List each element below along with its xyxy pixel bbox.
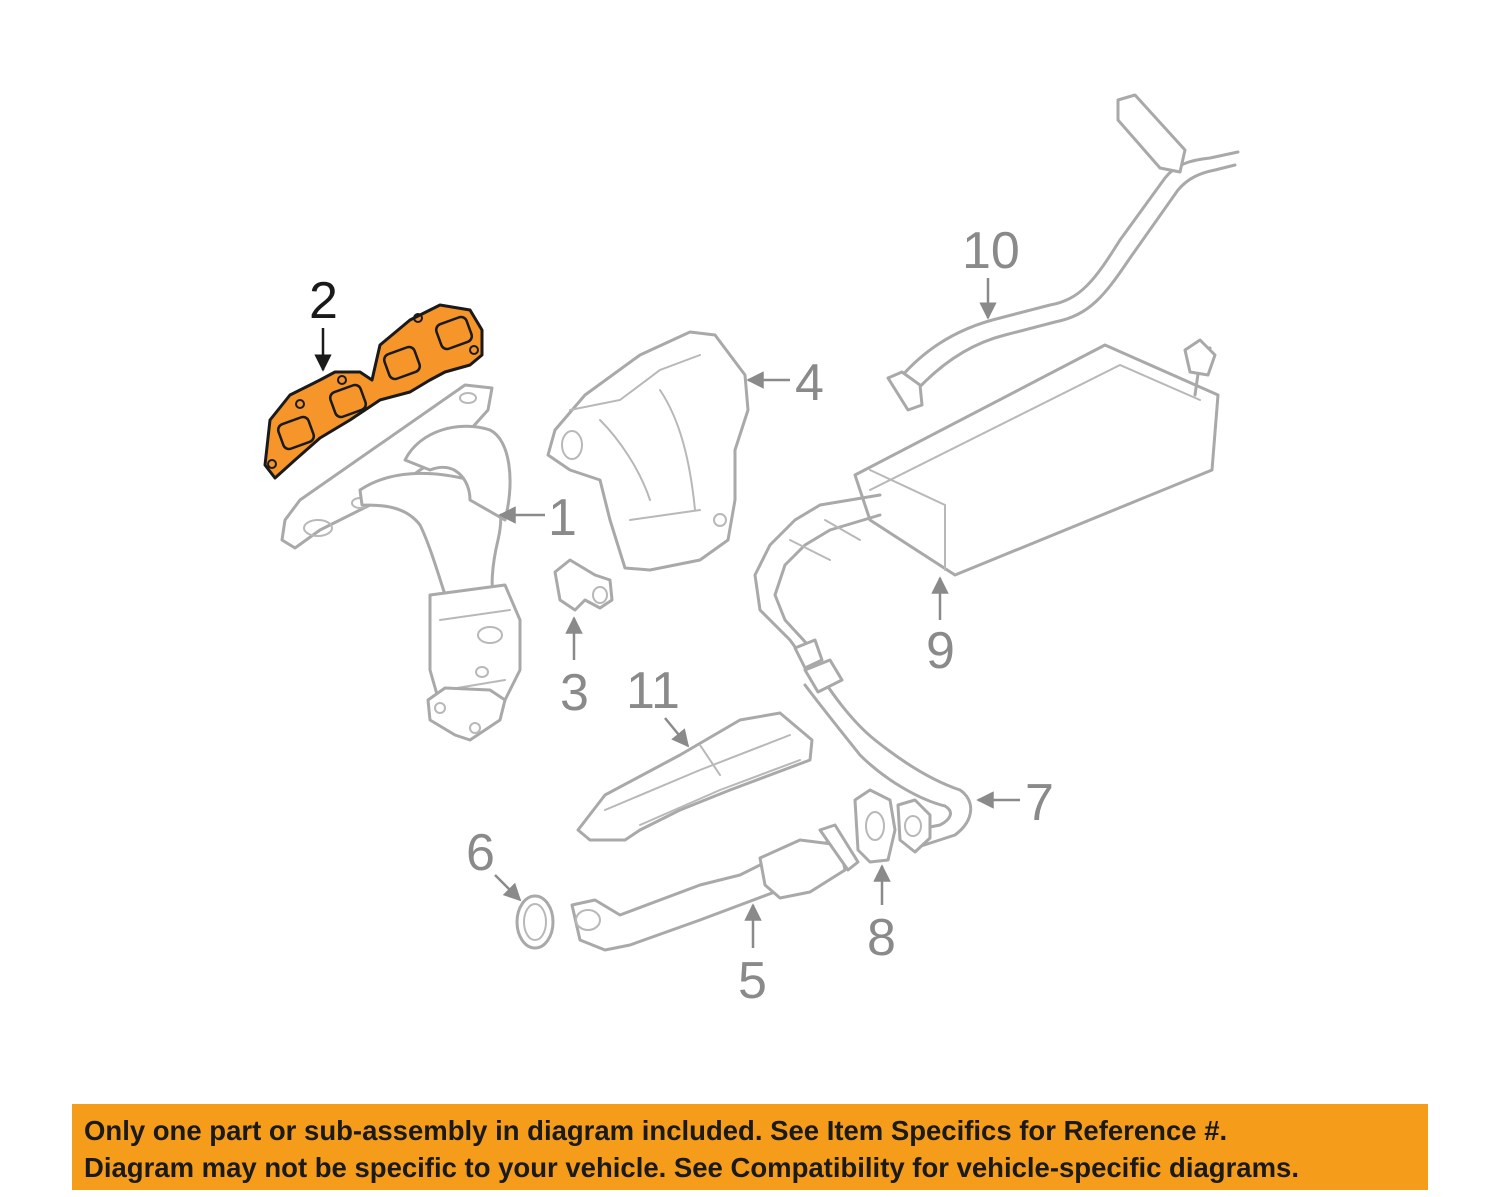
lower-heat-shield-part <box>576 711 814 842</box>
disclaimer-line-2: Diagram may not be specific to your vehi… <box>84 1152 1299 1183</box>
exhaust-manifold-part <box>280 383 522 742</box>
ring-gasket-part <box>515 894 555 950</box>
tail-pipe-part <box>886 93 1240 412</box>
callout-3: 3 <box>560 616 589 722</box>
exhaust-manifold-gasket-part <box>263 303 484 480</box>
svg-text:4: 4 <box>795 354 824 412</box>
svg-text:6: 6 <box>466 824 495 882</box>
disclaimer-line-1: Only one part or sub-assembly in diagram… <box>84 1115 1228 1146</box>
callout-9: 9 <box>926 576 955 680</box>
callout-10: 10 <box>962 222 1020 320</box>
callout-11: 11 <box>626 662 690 748</box>
svg-text:1: 1 <box>548 489 577 547</box>
callout-8: 8 <box>867 864 896 967</box>
front-pipe-part <box>570 823 860 952</box>
flange-gasket-part <box>853 788 897 864</box>
svg-text:2: 2 <box>309 272 338 330</box>
callout-7: 7 <box>976 774 1054 832</box>
callout-1: 1 <box>498 489 577 547</box>
callout-5: 5 <box>738 903 767 1010</box>
svg-text:3: 3 <box>560 664 589 722</box>
callout-4: 4 <box>746 354 824 412</box>
svg-text:5: 5 <box>738 952 767 1010</box>
exhaust-system-diagram: 1 2 3 4 5 6 7 8 9 10 <box>263 93 1240 1010</box>
intermediate-pipe-part <box>803 658 973 854</box>
svg-text:9: 9 <box>926 622 955 680</box>
svg-text:8: 8 <box>867 909 896 967</box>
bracket-part <box>553 558 614 612</box>
svg-text:7: 7 <box>1025 774 1054 832</box>
callout-6: 6 <box>466 824 522 902</box>
heat-shield-part <box>546 330 750 572</box>
svg-text:11: 11 <box>626 662 680 720</box>
disclaimer-banner: Only one part or sub-assembly in diagram… <box>72 1104 1428 1190</box>
muffler-part <box>753 338 1220 670</box>
svg-text:10: 10 <box>962 222 1020 280</box>
callout-2: 2 <box>309 272 338 372</box>
